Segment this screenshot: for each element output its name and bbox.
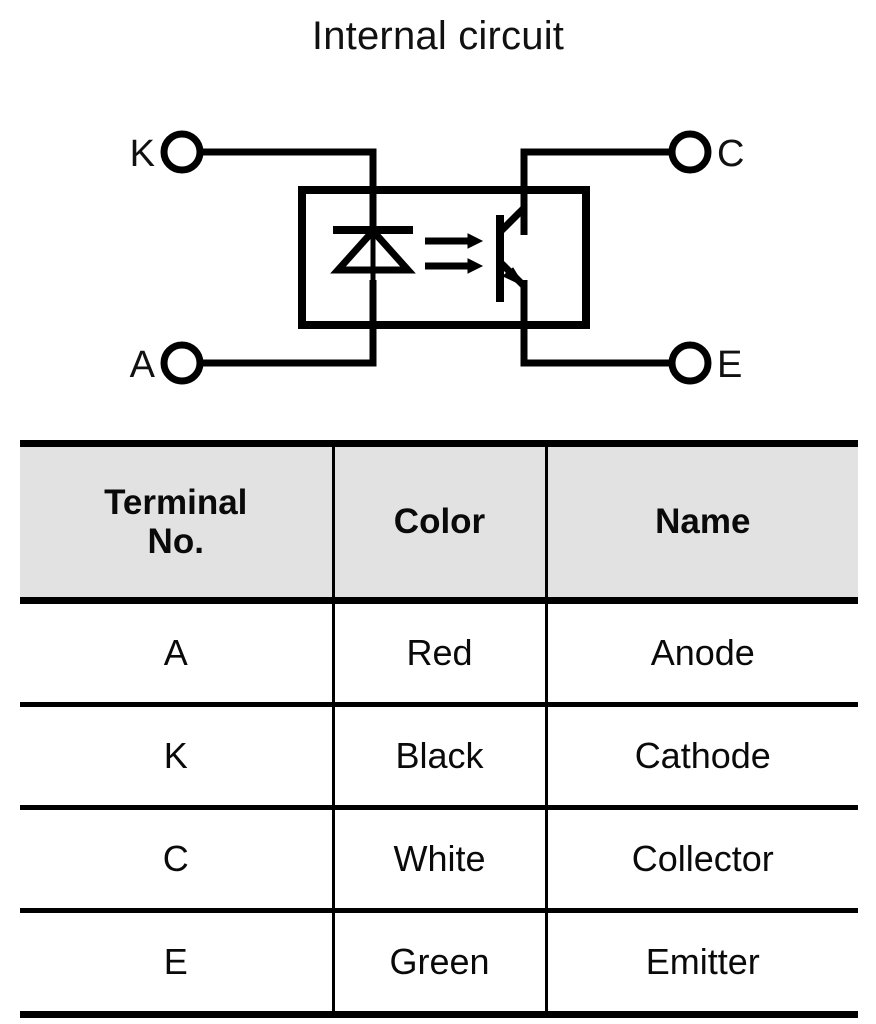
table-row: E Green Emitter — [20, 910, 858, 1018]
cell-name: Collector — [544, 807, 858, 913]
terminal-label-e: E — [717, 344, 742, 386]
page-title: Internal circuit — [311, 14, 565, 58]
cell-color: Black — [331, 704, 548, 810]
phototransistor-icon — [496, 205, 527, 302]
terminal-circle-a[interactable] — [160, 341, 204, 385]
cell-terminal: A — [20, 600, 335, 707]
terminal-circle-c[interactable] — [668, 130, 712, 174]
cell-name: Emitter — [544, 910, 858, 1018]
table-row: A Red Anode — [20, 600, 858, 707]
terminal-circle-e[interactable] — [668, 341, 712, 385]
circuit-schematic-svg: K C A E — [130, 130, 744, 386]
cell-color: Green — [331, 910, 548, 1018]
cell-name: Cathode — [544, 704, 858, 810]
column-header-terminal-line1: Terminal — [104, 482, 248, 522]
table-header-row: Terminal No. Color Name — [20, 440, 858, 604]
circuit-diagram: K C A E — [0, 90, 876, 430]
pinout-table-container: Terminal No. Color Name A Red Anode K Bl… — [20, 440, 858, 1018]
cell-color: Red — [331, 600, 548, 707]
led-diode-icon — [330, 225, 416, 274]
pinout-table: Terminal No. Color Name A Red Anode K Bl… — [20, 440, 858, 1018]
terminal-label-k: K — [130, 133, 155, 175]
terminal-label-a: A — [130, 344, 156, 386]
terminal-label-c: C — [717, 133, 744, 175]
wire-emitter — [520, 280, 672, 367]
cell-terminal: E — [20, 910, 335, 1018]
cell-terminal: C — [20, 807, 335, 913]
wire-collector — [520, 148, 672, 235]
table-row: C White Collector — [20, 807, 858, 913]
isolation-box — [298, 186, 590, 329]
column-header-terminal-line2: No. — [147, 522, 204, 561]
cell-terminal: K — [20, 704, 335, 810]
column-header-name: Name — [544, 440, 858, 604]
table-row: K Black Cathode — [20, 704, 858, 810]
column-header-color: Color — [331, 440, 548, 604]
terminal-circle-k[interactable] — [160, 130, 204, 174]
column-header-terminal-no: Terminal No. — [20, 440, 335, 604]
cell-color: White — [331, 807, 548, 913]
light-arrows-icon — [425, 233, 484, 274]
cell-name: Anode — [544, 600, 858, 707]
